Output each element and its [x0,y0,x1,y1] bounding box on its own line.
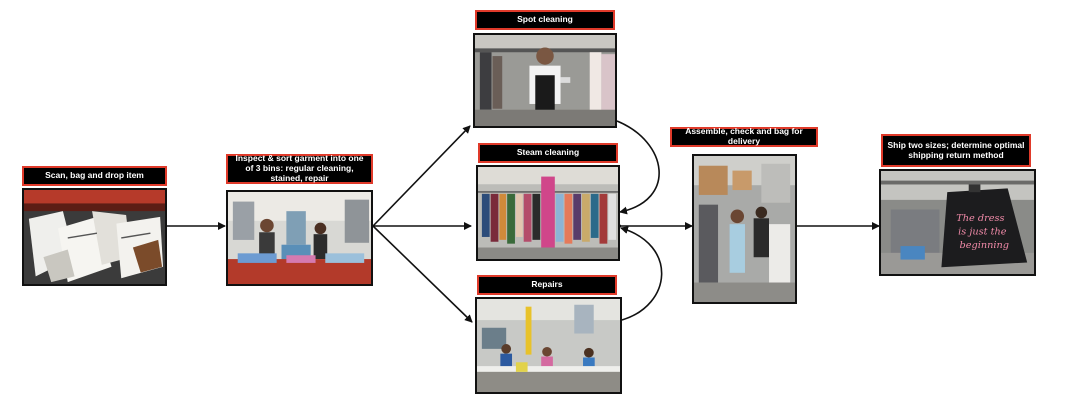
step-label-assemble: Assemble, check and bag for delivery [670,126,818,147]
assemble-photo [692,154,797,304]
spot-photo [473,33,617,128]
step-label-repairs: Repairs [477,275,617,295]
arrow-inspect-to-repairs [372,225,473,323]
step-label-inspect: Inspect & sort garment into one of 3 bin… [226,153,373,184]
step-label-spot: Spot cleaning [475,10,615,30]
arrow-repairs-to-steam [620,226,663,321]
bag-script-line-2: is just the [958,227,1007,238]
inspect-photo [226,190,373,286]
steam-photo [476,165,620,261]
arrow-inspect-to-spot [372,125,471,227]
repairs-photo [475,297,622,394]
bag-script-line-3: beginning [960,240,1009,251]
step-label-scan: Scan, bag and drop item [22,166,167,186]
step-label-ship: Ship two sizes; determine optimal shippi… [881,134,1031,167]
arrow-spot-to-steam [616,120,660,215]
step-label-steam: Steam cleaning [478,143,618,163]
ship-photo: The dress is just the beginning [879,169,1036,276]
scan-photo [22,188,167,286]
bag-script-line-1: The dress [956,213,1004,224]
